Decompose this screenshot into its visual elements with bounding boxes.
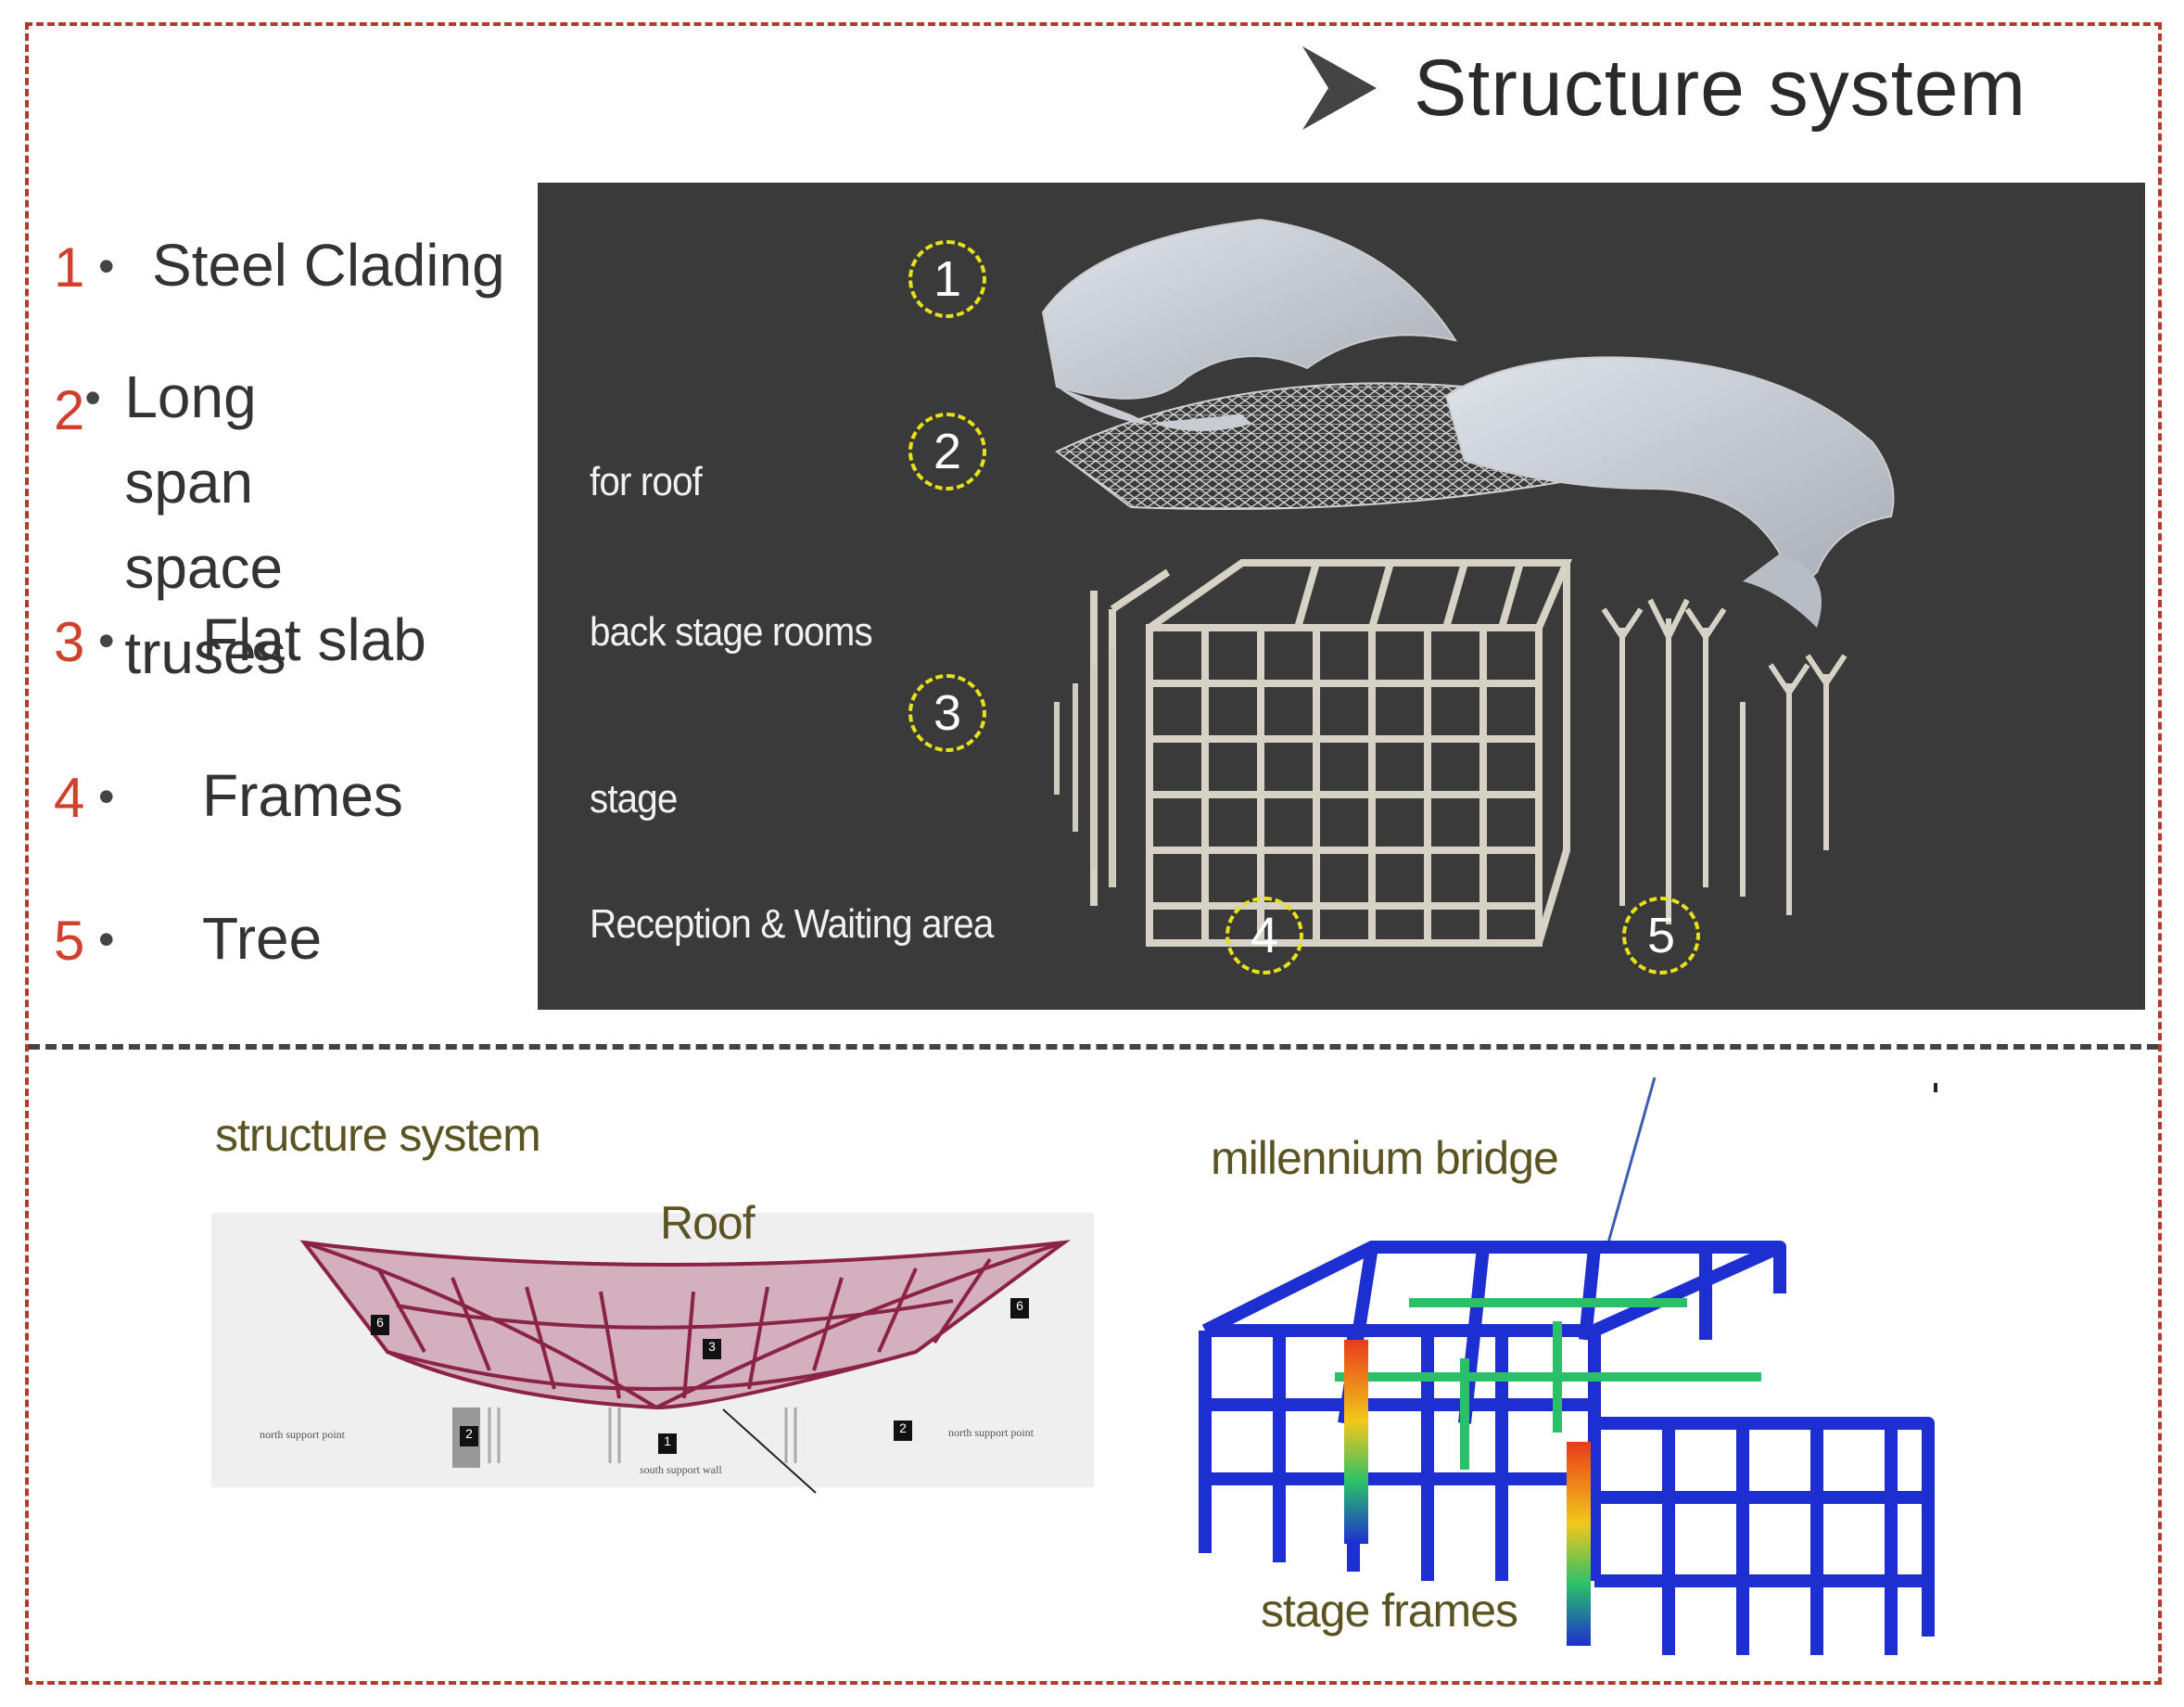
outer-dashed-frame xyxy=(25,22,2162,1685)
roof-pointer-line xyxy=(722,1408,817,1494)
arrow-icon xyxy=(1302,46,1377,130)
legend-item-4: 4 • Frames xyxy=(54,762,403,838)
legend-label: Steel Clading xyxy=(152,232,505,299)
steel-cladding-right-edge xyxy=(1743,554,1822,628)
legend-item-5: 5 • Tree xyxy=(54,905,322,981)
legend-item-2: 2 • Long span space truses xyxy=(54,363,319,695)
label-back-stage: back stage rooms xyxy=(590,609,873,655)
marker-1: 1 xyxy=(908,240,986,318)
millennium-bridge-caption: millennium bridge xyxy=(1211,1132,1559,1184)
marker-3: 3 xyxy=(908,674,986,752)
section-divider xyxy=(29,1044,2158,1050)
roof-caption: Roof xyxy=(660,1197,756,1249)
tree-columns xyxy=(1601,598,1848,924)
marker-4: 4 xyxy=(1225,897,1303,975)
stage-frames-analysis xyxy=(1199,1241,1935,1655)
legend-label: Frames xyxy=(202,762,403,829)
title-block: Structure system xyxy=(1302,37,2026,139)
legend-number: 4 xyxy=(54,767,85,829)
marker-2: 2 xyxy=(908,413,986,490)
bullet-icon: • xyxy=(84,372,101,424)
roof-truss-elevation: 6 3 6 2 1 2 north support point north su… xyxy=(211,1213,1094,1487)
structure-illustration xyxy=(1041,218,1895,947)
steel-cladding-right xyxy=(1444,356,1895,580)
stressed-column-right xyxy=(1567,1442,1591,1646)
legend-number: 2 xyxy=(54,379,85,441)
north-support-right: north support point xyxy=(948,1426,1034,1439)
legend-label: Flat slab xyxy=(202,606,426,673)
page-title: Structure system xyxy=(1414,43,2027,133)
tick-mark xyxy=(1934,1083,1937,1092)
legend-number: 5 xyxy=(54,910,85,972)
tag-1: 1 xyxy=(658,1433,677,1454)
exploded-structure-render: for roof back stage rooms stage Receptio… xyxy=(538,183,2145,1010)
support-columns xyxy=(488,1408,797,1463)
bullet-icon: • xyxy=(98,913,115,965)
tag-2-left: 2 xyxy=(460,1426,478,1446)
frame-beams xyxy=(1199,1241,1935,1655)
legend-item-3: 3 • Flat slab xyxy=(54,606,426,682)
marker-5: 5 xyxy=(1622,897,1700,975)
bullet-icon: • xyxy=(98,240,115,292)
tag-6-left: 6 xyxy=(371,1315,389,1335)
label-stage: stage xyxy=(590,776,678,822)
north-support-left: north support point xyxy=(260,1428,345,1441)
legend-number: 1 xyxy=(54,236,85,299)
label-reception: Reception & Waiting area xyxy=(590,901,994,947)
legend-label: Long span space truses xyxy=(124,363,286,686)
roof-truss-shape xyxy=(299,1240,1072,1410)
label-for-roof: for roof xyxy=(590,459,703,504)
tag-6-right: 6 xyxy=(1010,1298,1029,1318)
bullet-icon: • xyxy=(98,615,115,667)
tag-2-right: 2 xyxy=(894,1420,912,1441)
stressed-column-left xyxy=(1344,1340,1368,1544)
legend-label: Tree xyxy=(202,905,323,972)
tag-3: 3 xyxy=(703,1339,721,1359)
columns-left xyxy=(1054,646,1115,887)
steel-cladding-left-edge xyxy=(1057,387,1251,431)
structure-system-caption: structure system xyxy=(215,1109,541,1161)
legend-number: 3 xyxy=(54,611,85,673)
south-support-wall: south support wall xyxy=(640,1463,722,1476)
high-stress-beams xyxy=(1335,1298,1761,1470)
steel-cladding-left xyxy=(1041,218,1458,400)
bullet-icon: • xyxy=(98,771,115,822)
bridge-pointer-line xyxy=(1606,1076,1657,1243)
legend-item-1: 1 • Steel Clading xyxy=(54,232,505,308)
stage-frames-caption: stage frames xyxy=(1261,1585,1518,1637)
